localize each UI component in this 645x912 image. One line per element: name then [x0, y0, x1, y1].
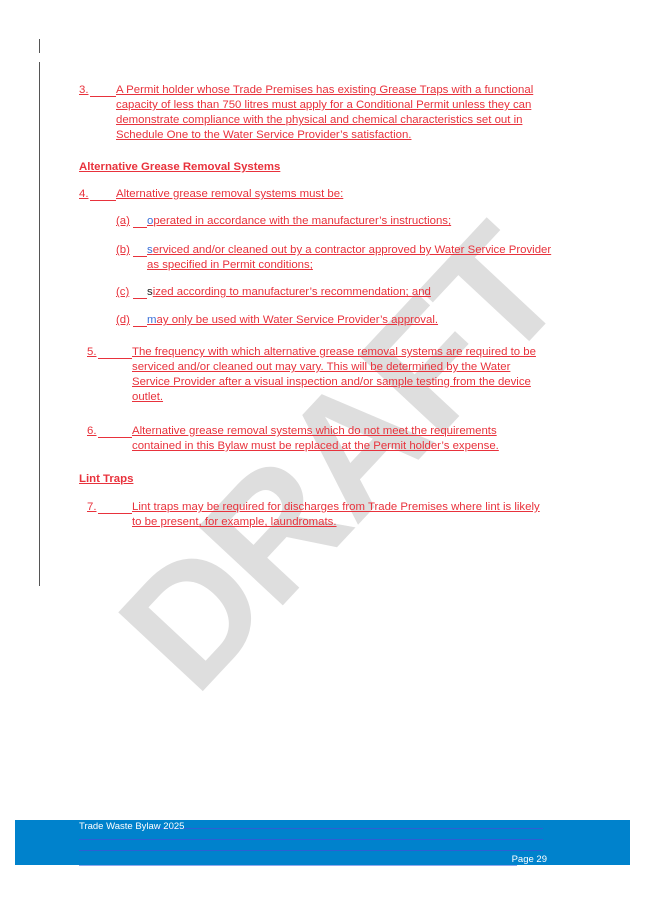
subitem-label: (a)	[116, 215, 130, 227]
text-line: The frequency with which alternative gre…	[132, 346, 536, 358]
change-bar-short	[39, 39, 40, 53]
section-heading-lint-traps: Lint Traps	[79, 473, 134, 485]
clause-number: 4.	[79, 188, 89, 200]
clause-number: 6.	[87, 425, 97, 437]
subitem-text: serviced and/or cleaned out by a contrac…	[147, 243, 551, 258]
subitem-text: sized according to manufacturer’s recomm…	[147, 285, 431, 300]
changed-char: s	[147, 286, 153, 298]
change-bar-long	[39, 62, 40, 586]
clause-text: A Permit holder whose Trade Premises has…	[116, 83, 533, 143]
subitem-rest: ized according to manufacturer’s recomme…	[152, 286, 431, 298]
underline-gap	[90, 96, 116, 97]
text-line: Service Provider after a visual inspecti…	[132, 376, 531, 388]
clause-text: Lint traps may be required for discharge…	[132, 500, 540, 530]
text-line: to be present, for example, laundromats.	[132, 516, 337, 528]
changed-char: s	[147, 244, 153, 256]
underline-gap	[98, 513, 132, 514]
text-line: contained in this Bylaw must be replaced…	[132, 440, 499, 452]
text-line: demonstrate compliance with the physical…	[116, 114, 523, 126]
subitem-label: (b)	[116, 244, 130, 256]
footer-rule	[79, 865, 517, 866]
subitem-text-line2: as specified in Permit conditions;	[147, 259, 313, 271]
text-line: outlet.	[132, 391, 164, 403]
footer-rule	[156, 828, 543, 829]
underline-gap	[133, 298, 147, 299]
text-line: serviced and/or cleaned out may vary. Th…	[132, 361, 511, 373]
subitem-label: (d)	[116, 314, 130, 326]
underline-gap	[90, 200, 116, 201]
subitem-rest: ay only be used with Water Service Provi…	[156, 314, 439, 326]
footer-page-number: Page 29	[511, 854, 547, 865]
subitem-rest: erviced and/or cleaned out by a contract…	[152, 244, 552, 256]
clause-text: Alternative grease removal systems must …	[116, 188, 344, 200]
section-heading-alternative-grease: Alternative Grease Removal Systems	[79, 161, 281, 173]
draft-watermark: DRAFT	[83, 194, 597, 724]
underline-gap	[133, 227, 147, 228]
clause-text: The frequency with which alternative gre…	[132, 345, 536, 405]
footer-band	[15, 820, 630, 865]
changed-char: m	[147, 314, 157, 326]
text-line: capacity of less than 750 litres must ap…	[116, 99, 532, 111]
footer-rule	[79, 850, 543, 851]
subitem-text: may only be used with Water Service Prov…	[147, 313, 438, 328]
clause-text: Alternative grease removal systems which…	[132, 424, 499, 454]
text-line: Lint traps may be required for discharge…	[132, 501, 540, 513]
changed-char: o	[147, 215, 154, 227]
footer-document-title: Trade Waste Bylaw 2025	[79, 821, 185, 832]
text-line: Alternative grease removal systems which…	[132, 425, 497, 437]
subitem-text: operated in accordance with the manufact…	[147, 214, 451, 229]
underline-gap	[98, 437, 132, 438]
text-line: Schedule One to the Water Service Provid…	[116, 129, 412, 141]
underline-gap	[133, 256, 147, 257]
clause-number: 5.	[87, 346, 97, 358]
clause-number: 3.	[79, 84, 89, 96]
subitem-label: (c)	[116, 286, 130, 298]
underline-gap	[133, 326, 147, 327]
clause-number: 7.	[87, 501, 97, 513]
text-line: A Permit holder whose Trade Premises has…	[116, 84, 534, 96]
footer-rule	[79, 839, 543, 840]
underline-gap	[98, 358, 132, 359]
subitem-rest: perated in accordance with the manufactu…	[153, 215, 452, 227]
